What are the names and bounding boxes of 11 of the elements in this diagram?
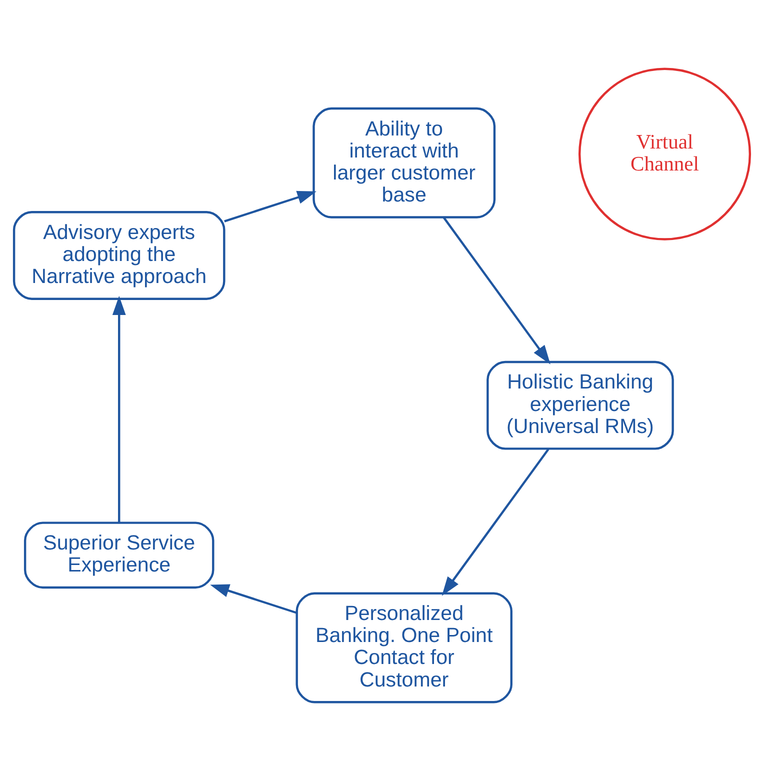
arrow (112, 296, 126, 523)
arrow (442, 216, 550, 364)
arrow (210, 584, 298, 614)
arrow (442, 448, 550, 596)
node-box: Personalized Banking. One Point Contact for Customer (296, 592, 512, 704)
node-circle: Virtual Channel (578, 68, 752, 240)
node-box: Superior Service Experience (24, 522, 214, 589)
node-box: Ability to interact with larger customer base (312, 107, 496, 218)
arrow (224, 190, 316, 222)
node-box: Advisory experts adopting the Narrative approach (12, 211, 226, 300)
node-box: Holistic Banking experience (Universal RMs) (486, 360, 674, 450)
